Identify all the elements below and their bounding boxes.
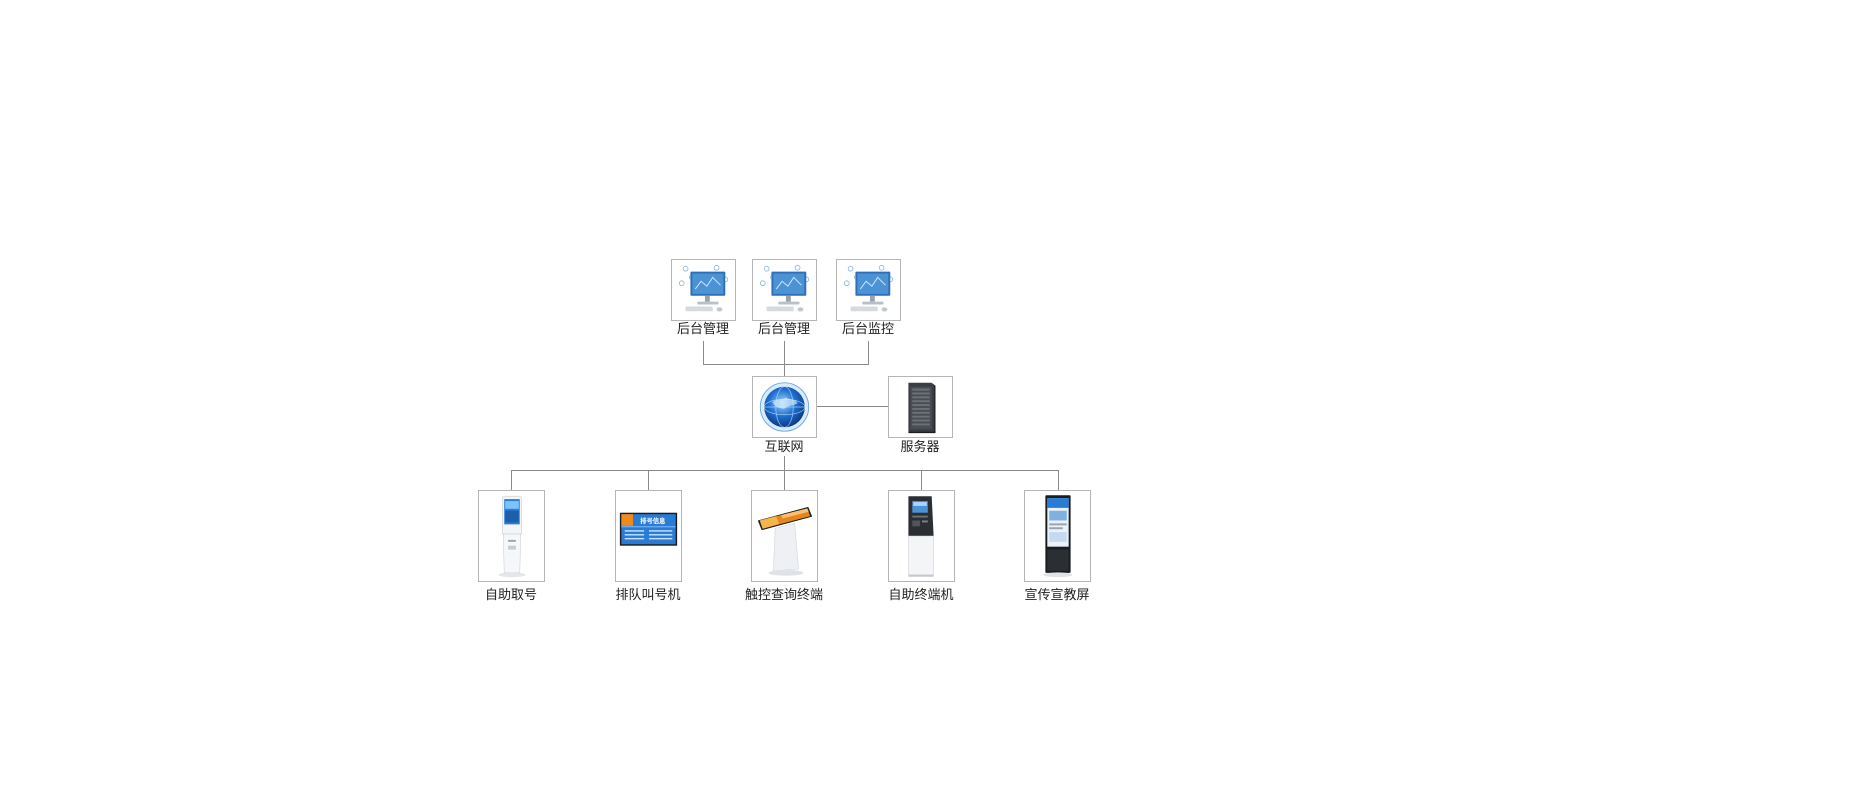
terminal-node-2-label: 排队叫号机 xyxy=(615,588,681,603)
self-service-terminal-icon xyxy=(908,496,934,577)
server-rack-icon xyxy=(908,382,936,434)
terminal-node-5 xyxy=(1024,490,1091,582)
server-label: 服务器 xyxy=(900,440,940,455)
admin-node-3 xyxy=(836,259,901,321)
internet-hub-node xyxy=(752,376,817,438)
ticket-kiosk-icon xyxy=(498,495,526,578)
internet-hub-label: 互联网 xyxy=(764,440,804,455)
monitor-icon xyxy=(843,264,894,312)
terminal-node-1-label: 自助取号 xyxy=(484,588,537,603)
admin-node-2 xyxy=(752,259,817,321)
touch-query-terminal-icon xyxy=(757,506,813,576)
terminal-node-2: 排号信息 xyxy=(615,490,682,582)
server-node xyxy=(888,376,953,438)
terminal-node-3-label: 触控查询终端 xyxy=(744,588,823,603)
queue-display-icon: 排号信息 xyxy=(619,512,678,546)
admin-node-1 xyxy=(671,259,736,321)
terminal-node-4-label: 自助终端机 xyxy=(888,588,954,603)
terminal-node-5-label: 宣传宣教屏 xyxy=(1024,588,1090,603)
admin-node-1-label: 后台管理 xyxy=(676,322,729,337)
advertising-screen-icon xyxy=(1043,495,1073,578)
admin-node-2-label: 后台管理 xyxy=(757,322,810,337)
queue-display-screen-text: 排号信息 xyxy=(640,516,666,525)
terminal-node-3 xyxy=(751,490,818,582)
terminal-node-4 xyxy=(888,490,955,582)
monitor-icon xyxy=(759,264,810,312)
admin-node-3-label: 后台监控 xyxy=(841,322,894,337)
terminal-node-1 xyxy=(478,490,545,582)
monitor-icon xyxy=(678,264,729,312)
globe-icon xyxy=(759,382,810,432)
